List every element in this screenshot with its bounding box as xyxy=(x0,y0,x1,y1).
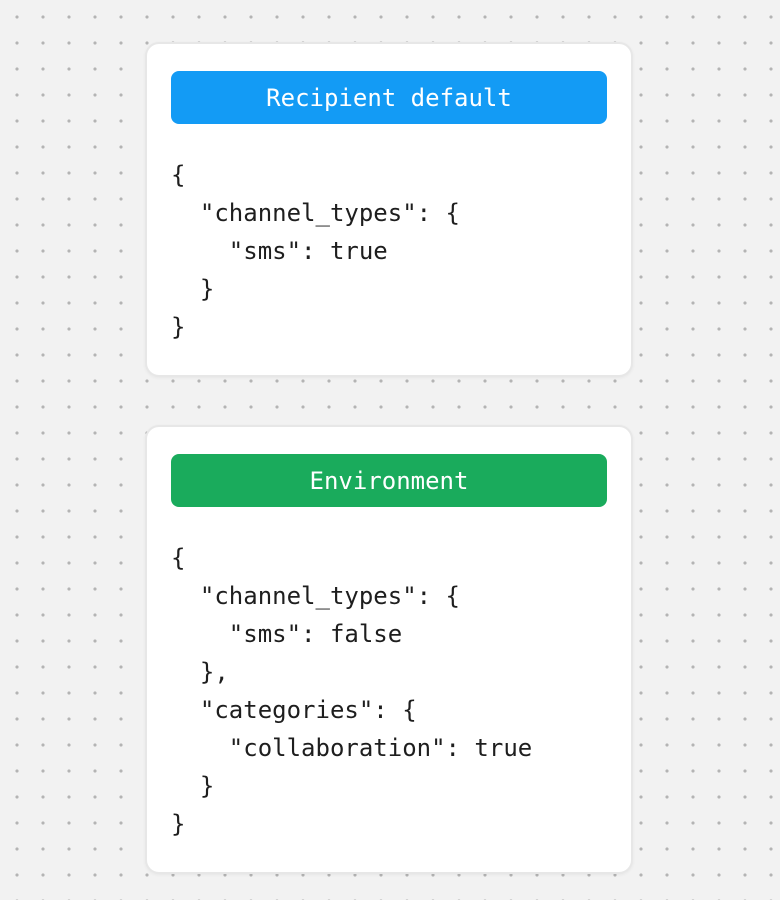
card-recipient-default: Recipient default { "channel_types": { "… xyxy=(145,42,633,377)
recipient-default-badge: Recipient default xyxy=(171,71,607,124)
environment-badge: Environment xyxy=(171,454,607,507)
recipient-default-badge-label: Recipient default xyxy=(266,83,512,112)
environment-badge-label: Environment xyxy=(309,466,469,495)
environment-json-code: { "channel_types": { "sms": false }, "ca… xyxy=(171,544,533,838)
recipient-default-json-code: { "channel_types": { "sms": true } } xyxy=(171,161,460,341)
card-environment: Environment { "channel_types": { "sms": … xyxy=(145,425,633,874)
